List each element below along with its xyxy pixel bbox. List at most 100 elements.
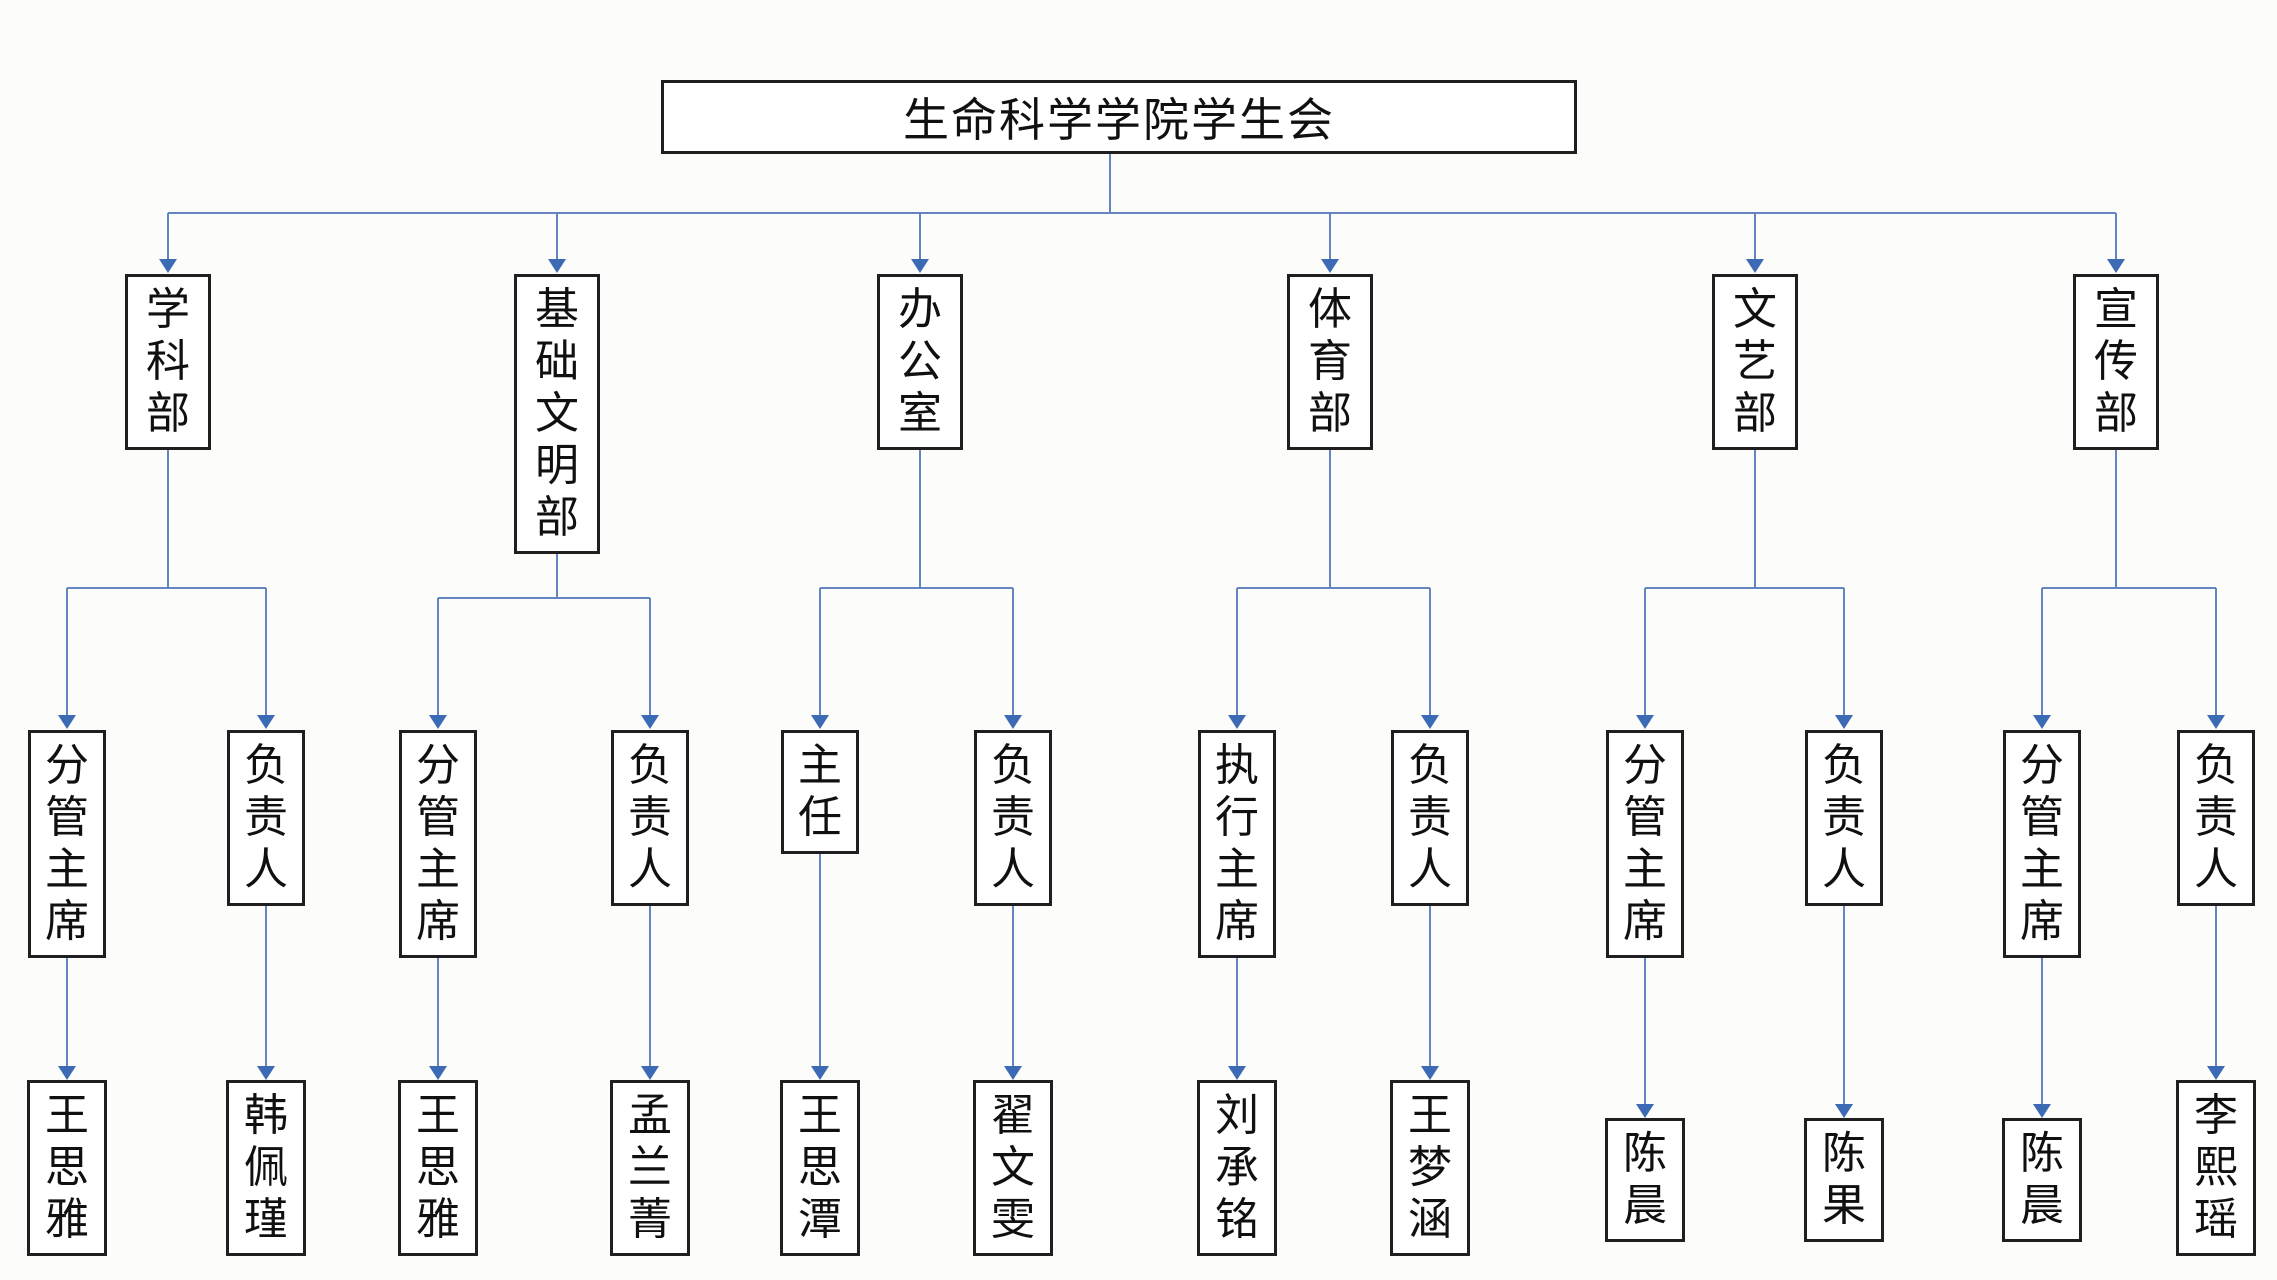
connector-line <box>1429 588 1431 715</box>
arrowhead-icon <box>1421 715 1439 729</box>
person-node: 刘承铭 <box>1197 1080 1277 1256</box>
connector-line <box>1329 450 1331 588</box>
arrowhead-icon <box>159 259 177 273</box>
person-node: 李熙瑶 <box>2176 1080 2256 1256</box>
role-node: 分管主席 <box>2003 730 2081 958</box>
role-node: 主任 <box>781 730 859 854</box>
connector-line <box>2041 588 2043 715</box>
arrowhead-icon <box>2033 1104 2051 1118</box>
arrowhead-icon <box>641 715 659 729</box>
connector-line <box>919 213 921 259</box>
dept-node: 学科部 <box>125 274 211 450</box>
arrowhead-icon <box>548 259 566 273</box>
connector-line <box>438 597 650 599</box>
connector-line <box>167 213 169 259</box>
connector-line <box>2115 213 2117 259</box>
role-node: 负责人 <box>1391 730 1469 906</box>
person-node: 陈晨 <box>2002 1118 2082 1242</box>
dept-node: 办公室 <box>877 274 963 450</box>
arrowhead-icon <box>1636 1104 1654 1118</box>
connector-line <box>437 598 439 715</box>
connector-line <box>919 450 921 588</box>
arrowhead-icon <box>257 1066 275 1080</box>
connector-line <box>1843 588 1845 715</box>
arrowhead-icon <box>429 715 447 729</box>
role-node: 负责人 <box>1805 730 1883 906</box>
connector-line <box>2215 906 2217 1067</box>
arrowhead-icon <box>2207 1066 2225 1080</box>
role-node: 负责人 <box>227 730 305 906</box>
arrowhead-icon <box>58 1066 76 1080</box>
connector-line <box>819 588 821 715</box>
connector-line <box>2042 587 2216 589</box>
arrowhead-icon <box>811 1066 829 1080</box>
role-node: 执行主席 <box>1198 730 1276 958</box>
arrowhead-icon <box>911 259 929 273</box>
arrowhead-icon <box>429 1066 447 1080</box>
connector-line <box>1429 906 1431 1067</box>
arrowhead-icon <box>2107 259 2125 273</box>
arrowhead-icon <box>2033 715 2051 729</box>
connector-line <box>649 906 651 1067</box>
connector-line <box>2215 588 2217 715</box>
arrowhead-icon <box>1004 715 1022 729</box>
arrowhead-icon <box>811 715 829 729</box>
connector-line <box>819 854 821 1067</box>
connector-line <box>1012 906 1014 1067</box>
connector-line <box>1645 587 1844 589</box>
connector-line <box>649 598 651 715</box>
connector-line <box>168 212 2116 214</box>
person-node: 王梦涵 <box>1390 1080 1470 1256</box>
connector-line <box>67 587 266 589</box>
connector-line <box>1109 154 1111 213</box>
connector-line <box>265 906 267 1067</box>
arrowhead-icon <box>1228 1066 1246 1080</box>
arrowhead-icon <box>1004 1066 1022 1080</box>
person-node: 韩佩瑾 <box>226 1080 306 1256</box>
connector-line <box>556 554 558 598</box>
arrowhead-icon <box>1421 1066 1439 1080</box>
role-node: 分管主席 <box>399 730 477 958</box>
connector-line <box>1644 958 1646 1105</box>
dept-node: 体育部 <box>1287 274 1373 450</box>
connector-line <box>1236 958 1238 1067</box>
person-node: 陈果 <box>1804 1118 1884 1242</box>
role-node: 分管主席 <box>1606 730 1684 958</box>
connector-line <box>66 588 68 715</box>
connector-line <box>437 958 439 1067</box>
arrowhead-icon <box>257 715 275 729</box>
connector-line <box>66 958 68 1067</box>
arrowhead-icon <box>1636 715 1654 729</box>
person-node: 王思潭 <box>780 1080 860 1256</box>
arrowhead-icon <box>641 1066 659 1080</box>
role-node: 负责人 <box>611 730 689 906</box>
arrowhead-icon <box>1228 715 1246 729</box>
connector-line <box>1236 588 1238 715</box>
role-node: 分管主席 <box>28 730 106 958</box>
connector-line <box>1012 588 1014 715</box>
connector-line <box>2115 450 2117 588</box>
arrowhead-icon <box>1321 259 1339 273</box>
arrowhead-icon <box>1835 715 1853 729</box>
person-node: 翟文雯 <box>973 1080 1053 1256</box>
person-node: 王思雅 <box>398 1080 478 1256</box>
role-node: 负责人 <box>974 730 1052 906</box>
dept-node: 基础文明部 <box>514 274 600 554</box>
connector-line <box>1644 588 1646 715</box>
arrowhead-icon <box>58 715 76 729</box>
root-node: 生命科学学院学生会 <box>661 80 1577 154</box>
person-node: 孟兰菁 <box>610 1080 690 1256</box>
connector-line <box>167 450 169 588</box>
arrowhead-icon <box>1835 1104 1853 1118</box>
arrowhead-icon <box>2207 715 2225 729</box>
connector-line <box>1843 906 1845 1105</box>
connector-line <box>265 588 267 715</box>
dept-node: 文艺部 <box>1712 274 1798 450</box>
person-node: 王思雅 <box>27 1080 107 1256</box>
role-node: 负责人 <box>2177 730 2255 906</box>
connector-line <box>2041 958 2043 1105</box>
connector-line <box>1329 213 1331 259</box>
connector-line <box>556 213 558 259</box>
connector-line <box>1754 213 1756 259</box>
